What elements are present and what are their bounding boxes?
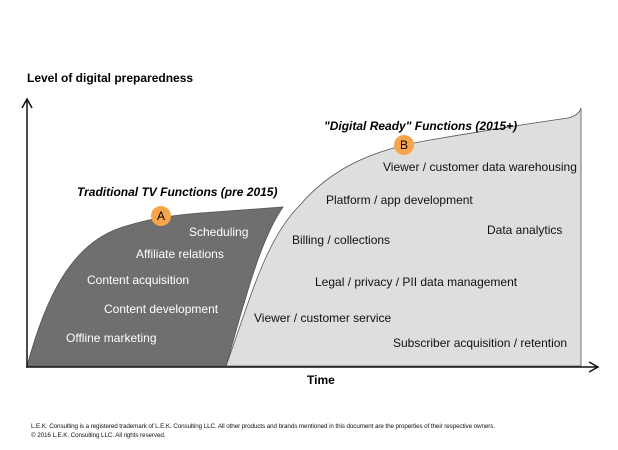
- item-data-warehousing: Viewer / customer data warehousing: [383, 160, 577, 174]
- item-data-analytics: Data analytics: [487, 223, 562, 237]
- marker-b: B: [394, 135, 414, 155]
- item-affiliate-relations: Affiliate relations: [136, 247, 224, 261]
- digital-items: Viewer / customer data warehousing Platf…: [254, 160, 577, 350]
- x-axis-label: Time: [307, 373, 335, 387]
- item-legal-privacy: Legal / privacy / PII data management: [315, 275, 518, 289]
- y-axis-arrow-icon: [21, 97, 33, 109]
- item-customer-service: Viewer / customer service: [254, 311, 391, 325]
- item-subscriber-acquisition: Subscriber acquisition / retention: [393, 336, 567, 350]
- footer-trademark: L.E.K. Consulting is a registered tradem…: [31, 423, 495, 430]
- item-scheduling: Scheduling: [189, 225, 248, 239]
- item-billing-collections: Billing / collections: [292, 233, 390, 247]
- svg-text:B: B: [400, 138, 408, 152]
- footer: L.E.K. Consulting is a registered tradem…: [31, 422, 495, 440]
- svg-text:A: A: [157, 209, 165, 223]
- x-axis-arrow-icon: [588, 361, 600, 373]
- item-platform-app-development: Platform / app development: [326, 193, 473, 207]
- item-offline-marketing: Offline marketing: [66, 331, 157, 345]
- item-content-acquisition: Content acquisition: [87, 273, 189, 287]
- footer-copyright: © 2016 L.E.K. Consulting LLC. All rights…: [31, 432, 166, 439]
- digital-title: "Digital Ready" Functions (2015+): [324, 119, 517, 133]
- traditional-items: Scheduling Affiliate relations Content a…: [66, 225, 248, 345]
- traditional-title: Traditional TV Functions (pre 2015): [77, 185, 277, 199]
- item-content-development: Content development: [104, 302, 219, 316]
- y-axis-label: Level of digital preparedness: [27, 71, 193, 85]
- marker-a: A: [151, 206, 171, 226]
